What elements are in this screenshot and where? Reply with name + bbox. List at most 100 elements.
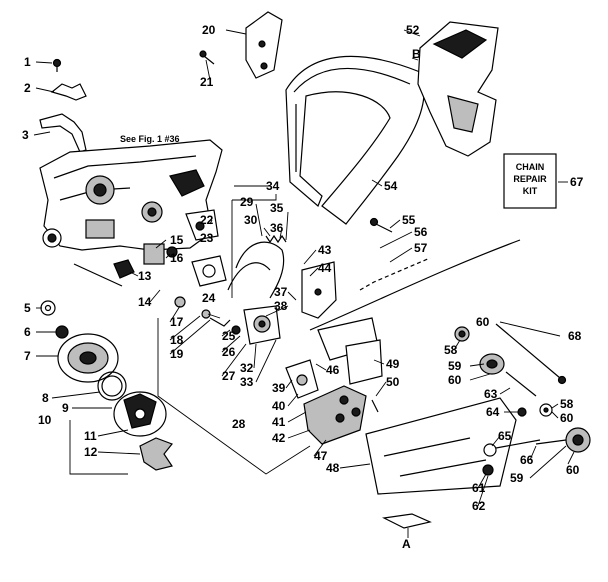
pin-part [52, 58, 62, 72]
kit-line-1: CHAIN [516, 162, 545, 172]
callout-label: 56 [414, 225, 428, 239]
callout-label: 58 [444, 343, 458, 357]
callout-label: 60 [448, 373, 462, 387]
adjuster-plate-part [303, 385, 367, 445]
kit-number-callout: 67 [570, 175, 584, 189]
callout-label: 61 [472, 481, 486, 495]
callout-label: 64 [486, 405, 500, 419]
right-nut-part [454, 326, 470, 342]
callout-label: 40 [272, 399, 286, 413]
callout-label: 55 [402, 213, 416, 227]
callout-label: 41 [272, 415, 286, 429]
leader-lines [33, 29, 575, 538]
callout-label: 36 [270, 221, 284, 235]
callout-label: 38 [274, 299, 288, 313]
callout-label: 62 [472, 499, 486, 513]
kit-line-3: KIT [523, 186, 538, 196]
hose-part [227, 241, 285, 299]
callout-label: 66 [520, 453, 534, 467]
callout-label: 24 [202, 291, 216, 305]
callout-label: 29 [240, 195, 254, 209]
clutch-drum-part [57, 333, 119, 383]
callout-label: 27 [222, 369, 236, 383]
fitting-part [113, 259, 135, 279]
carburetor-part [243, 305, 281, 345]
right-drum-part [479, 353, 537, 397]
detail-a-part [382, 513, 432, 529]
callout-label: 32 [240, 361, 254, 375]
callout-label: 3 [22, 128, 29, 142]
bolt-part [369, 217, 393, 233]
callout-label: 20 [202, 23, 216, 37]
rod-part [73, 263, 123, 287]
callout-label: 16 [170, 251, 184, 265]
callout-label: 65 [498, 429, 512, 443]
screw-part [199, 50, 215, 65]
long-bolt-part [495, 323, 567, 385]
callout-label: 6 [24, 325, 31, 339]
callout-label: 15 [170, 233, 184, 247]
callout-labels: 1 2 3 5 6 7 8 9 10 11 12 13 14 15 16 17 … [22, 23, 582, 513]
clip-part [50, 83, 87, 101]
clutch-hub-part [139, 437, 173, 471]
callout-label: 23 [200, 231, 214, 245]
callout-label: 13 [138, 269, 152, 283]
callout-label: 1 [24, 55, 31, 69]
screw-set-part [174, 296, 241, 335]
callout-label: 30 [244, 213, 258, 227]
callout-label: 5 [24, 301, 31, 315]
nut-part [55, 325, 69, 339]
callout-label: 12 [84, 445, 98, 459]
callout-label: 2 [24, 81, 31, 95]
callout-label: 7 [24, 349, 31, 363]
callout-label: 48 [326, 461, 340, 475]
callout-label: 28 [232, 417, 246, 431]
callout-label: 43 [318, 243, 332, 257]
bar-cover-part [365, 397, 517, 495]
callout-label: 60 [566, 463, 580, 477]
callout-label: 19 [170, 347, 184, 361]
callout-label: 50 [386, 375, 400, 389]
callout-label: 54 [384, 179, 398, 193]
callout-label: 18 [170, 333, 184, 347]
washer-part [40, 300, 56, 316]
callout-label: 60 [560, 411, 574, 425]
callout-label: 34 [266, 179, 280, 193]
clutch-shoe-part [113, 391, 167, 437]
engine-housing-part [39, 139, 223, 251]
callout-label: 59 [510, 471, 524, 485]
callout-label: 47 [314, 449, 328, 463]
spring-pin-part [371, 399, 379, 413]
lever-assembly-part [285, 359, 319, 399]
chain-repair-kit-box [503, 153, 557, 209]
oil-pump-part [143, 209, 219, 265]
callout-label: 63 [484, 387, 498, 401]
callout-label: 39 [272, 381, 286, 395]
sprocket-part [482, 439, 541, 476]
kit-line-2: REPAIR [513, 174, 547, 184]
callout-label: 17 [170, 315, 184, 329]
callout-label: 9 [62, 401, 69, 415]
callout-label: 68 [568, 329, 582, 343]
detail-letter-a: A [402, 537, 411, 551]
callout-label: 37 [274, 285, 288, 299]
callout-label: 22 [200, 213, 214, 227]
clutch-spring-part [97, 371, 127, 401]
callout-label: 46 [326, 363, 340, 377]
callout-label: 49 [386, 357, 400, 371]
detail-letter-b: B [412, 47, 421, 61]
callout-label: 42 [272, 431, 286, 445]
callout-label: 8 [42, 391, 49, 405]
handle-bar-part [285, 55, 425, 225]
callout-label: 10 [38, 413, 52, 427]
callout-label: 59 [448, 359, 462, 373]
hand-guard-part [417, 21, 499, 157]
callout-label: 33 [240, 375, 254, 389]
spring-part [265, 234, 287, 244]
callout-label: 25 [222, 329, 236, 343]
callout-label: 60 [476, 315, 490, 329]
bracket-part [245, 11, 283, 79]
callout-label: 21 [200, 75, 214, 89]
brake-band-part [317, 317, 383, 385]
